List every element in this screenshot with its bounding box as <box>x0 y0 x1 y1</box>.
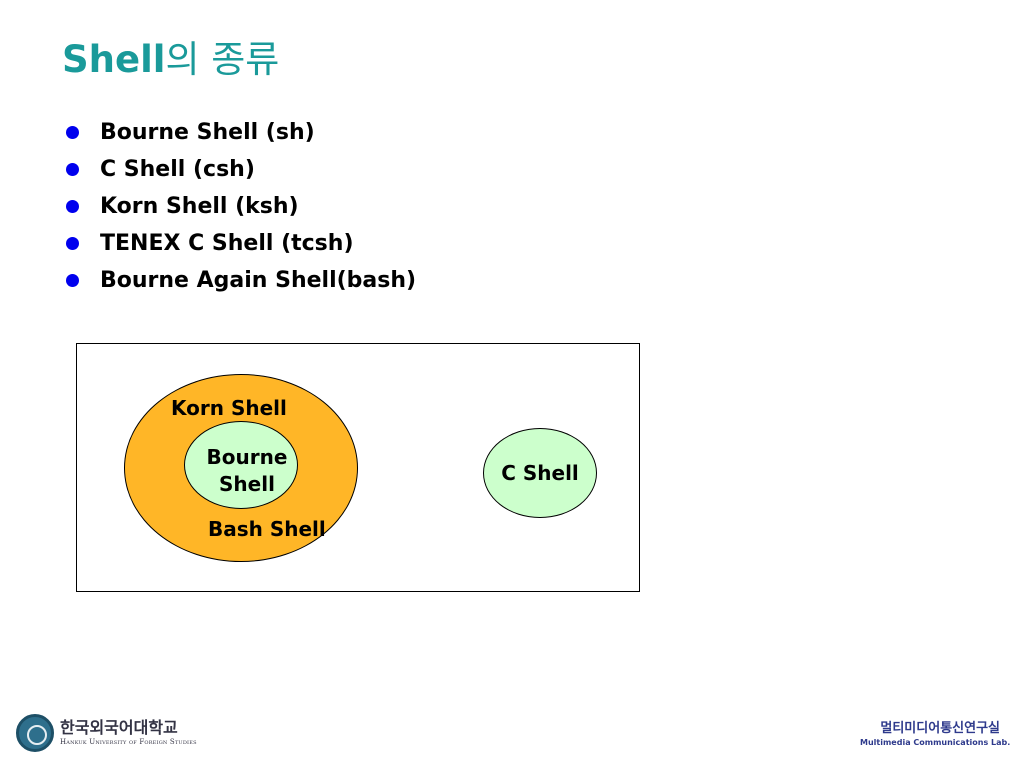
bourne-shell-ellipse <box>184 421 298 509</box>
bullet-icon <box>66 163 79 176</box>
shell-list: Bourne Shell (sh) C Shell (csh) Korn She… <box>66 116 416 301</box>
list-item-text: C Shell (csh) <box>100 157 255 182</box>
list-item-text: Bourne Again Shell(bash) <box>100 268 417 293</box>
list-item-text: Bourne Shell (sh) <box>100 120 315 145</box>
list-item: Korn Shell (ksh) <box>66 190 416 227</box>
lab-name-en: Multimedia Communications Lab. <box>860 738 1011 747</box>
list-item-text: TENEX C Shell (tcsh) <box>100 231 354 256</box>
slide-title-suffix: 의 종류 <box>165 38 280 81</box>
lab-logo: 멀티미디어통신연구실 Multimedia Communications Lab… <box>860 720 1011 752</box>
slide-title: Shell의 종류 <box>62 36 279 84</box>
bullet-icon <box>66 200 79 213</box>
bullet-icon <box>66 237 79 250</box>
bash-shell-label: Bash Shell <box>208 517 326 541</box>
bourne-shell-label: Bourne Shell <box>195 444 299 498</box>
slide-title-main: Shell <box>62 38 166 81</box>
lab-name-kr: 멀티미디어통신연구실 <box>880 721 1000 736</box>
university-name-kr: 한국외국어대학교 <box>60 718 178 737</box>
bourne-shell-label-line1: Bourne <box>206 445 288 469</box>
bullet-icon <box>66 126 79 139</box>
list-item: Bourne Shell (sh) <box>66 116 416 153</box>
university-seal-icon <box>16 714 54 752</box>
list-item: TENEX C Shell (tcsh) <box>66 227 416 264</box>
korn-shell-label: Korn Shell <box>171 396 287 420</box>
list-item-text: Korn Shell (ksh) <box>100 194 299 219</box>
university-name-en: Hankuk University of Foreign Studies <box>60 738 197 746</box>
list-item: Bourne Again Shell(bash) <box>66 264 416 301</box>
university-logo: 한국외국어대학교 Hankuk University of Foreign St… <box>14 712 197 756</box>
shell-diagram: Korn Shell Bourne Shell Bash Shell C She… <box>76 343 640 592</box>
c-shell-label: C Shell <box>501 461 579 485</box>
bourne-shell-label-line2: Shell <box>219 472 275 496</box>
c-shell-ellipse <box>483 428 597 518</box>
bullet-icon <box>66 274 79 287</box>
list-item: C Shell (csh) <box>66 153 416 190</box>
